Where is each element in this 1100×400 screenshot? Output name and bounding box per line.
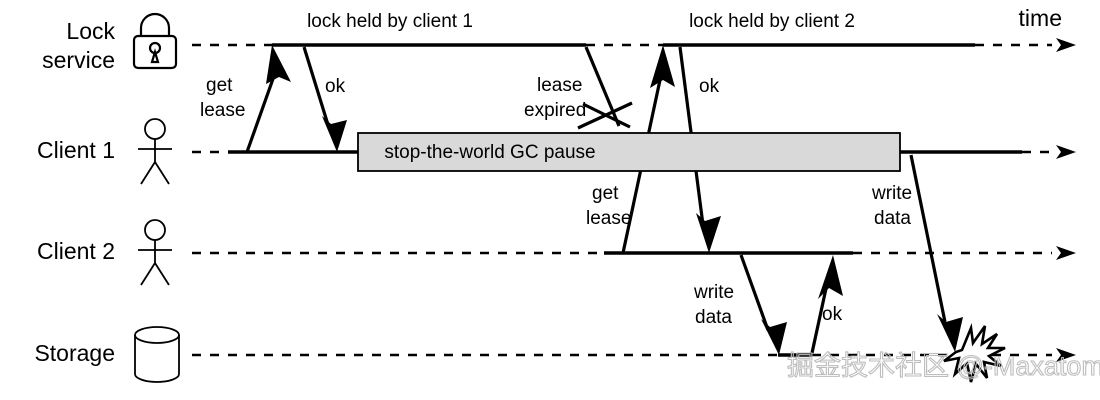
message-label-write-data-c1-line1: write: [871, 183, 912, 204]
message-label-get-lease-1-line2: lease: [200, 100, 245, 121]
lane-label-client-1: Client 1: [37, 137, 115, 163]
message-ok-storage: ok: [810, 255, 843, 354]
message-label-get-lease-2-line1: get: [592, 183, 619, 204]
padlock-icon: [132, 12, 178, 70]
lease-expired-x-stroke-2: [582, 102, 631, 129]
message-label-lease-expired-line1: lease: [537, 75, 582, 96]
arrowhead-write-data-client-1: [937, 314, 963, 352]
lane-label-lock-service-line1: Lock: [66, 18, 115, 44]
lane-label-client-2: Client 2: [37, 238, 115, 264]
span-label-lock-held-client-2: lock held by client 2: [689, 11, 855, 32]
span-label-lock-held-client-1: lock held by client 1: [307, 11, 473, 32]
watermark-text: 掘金技术社区 @-Maxatom: [787, 351, 1100, 381]
lane-storage: Storage: [34, 326, 1076, 383]
lifeline-arrowhead-client-2: [1056, 246, 1076, 260]
message-write-data-client-2: write data: [693, 254, 787, 355]
arrowhead-get-lease-2: [650, 45, 675, 88]
lifeline-arrowhead-storage: [1056, 348, 1076, 362]
lane-client-2: Client 2: [37, 219, 1076, 286]
message-label-ok-1: ok: [325, 76, 346, 97]
message-label-get-lease-1-line1: get: [206, 75, 233, 96]
lane-label-storage: Storage: [34, 340, 115, 366]
message-label-ok-2: ok: [699, 76, 720, 97]
lane-lock-service: Lock service: [42, 12, 1076, 73]
message-label-write-data-c1-line2: data: [874, 208, 911, 229]
lifeline-arrowhead-lock-service: [1056, 38, 1076, 52]
message-ok-1: ok: [302, 46, 347, 152]
arrowhead-ok-storage: [818, 255, 843, 299]
arrowhead-ok-2: [696, 213, 721, 253]
message-label-get-lease-2-line2: lease: [586, 208, 631, 229]
message-label-write-data-c2-line2: data: [695, 307, 732, 328]
gc-pause-rect: [357, 132, 901, 172]
message-get-lease-1: get lease: [200, 45, 291, 153]
time-axis-label: time: [1019, 5, 1062, 31]
message-lease-expired: lease expired: [524, 46, 633, 130]
message-label-lease-expired-line2: expired: [524, 100, 586, 121]
lifeline-arrowhead-client-1: [1056, 145, 1076, 159]
gc-pause-label: stop-the-world GC pause: [384, 142, 595, 163]
database-cylinder-icon: [134, 326, 180, 383]
message-label-ok-storage: ok: [822, 304, 843, 325]
stop-the-world-gc-pause-box: stop-the-world GC pause: [357, 132, 901, 172]
stick-figure-icon-client-1: [138, 118, 172, 185]
arrowhead-write-data-client-2: [761, 319, 787, 355]
message-write-data-client-1: write data: [871, 154, 963, 352]
lane-client-1: Client 1: [37, 118, 1076, 185]
arrowhead-get-lease-1: [266, 45, 291, 84]
lane-label-lock-service-line2: service: [42, 47, 115, 73]
collision-burst-icon: [943, 322, 1006, 383]
arrowhead-ok-1: [322, 116, 347, 152]
message-label-write-data-c2-line1: write: [693, 282, 734, 303]
stick-figure-icon-client-2: [138, 219, 172, 286]
